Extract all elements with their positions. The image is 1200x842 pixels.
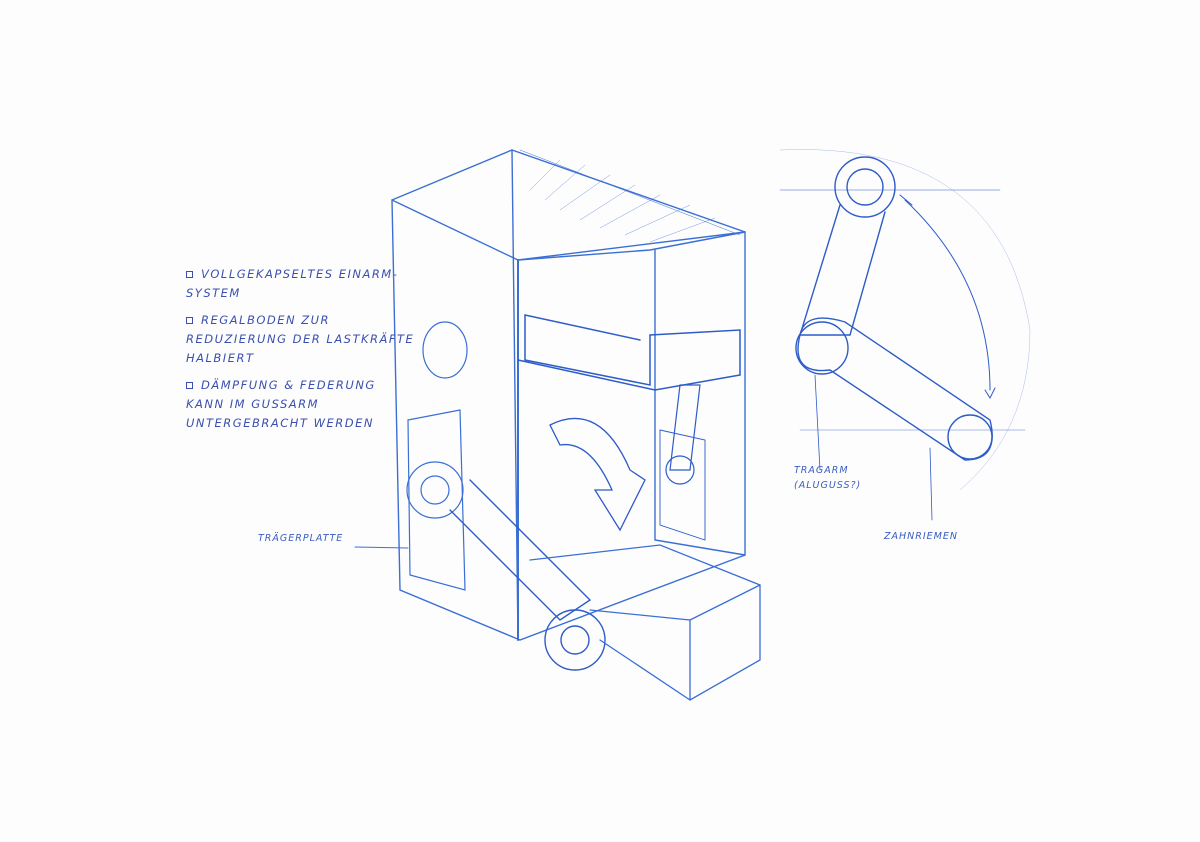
- lower-arm: [449, 479, 606, 671]
- rotation-arrow: [549, 417, 646, 532]
- carrier-plate: [406, 321, 468, 591]
- note-text: Regalboden zur Reduzierung der Lastkräft…: [186, 313, 415, 365]
- note-item: Vollgekapseltes Einarm-System: [186, 265, 416, 303]
- label-zahnriemen: Zahnriemen: [884, 531, 958, 542]
- label-traegerplatte: Trägerplatte: [258, 533, 344, 544]
- traegerplatte-pointer: [354, 546, 409, 549]
- lower-tray: [529, 544, 761, 701]
- small-arm: [659, 384, 706, 541]
- label-tragarm-note: (Aluguss?): [794, 480, 862, 491]
- note-text: Dämpfung & Federung kann im Gussarm unte…: [186, 378, 376, 430]
- label-tragarm: Tragarm: [794, 465, 849, 476]
- checkbox-icon: [186, 382, 193, 389]
- note-item: Dämpfung & Federung kann im Gussarm unte…: [186, 376, 416, 433]
- cabinet-body: [391, 149, 746, 641]
- arm-detail: [779, 149, 1031, 521]
- feature-notes: Vollgekapseltes Einarm-System Regalboden…: [186, 265, 416, 441]
- shelf: [517, 314, 741, 391]
- note-item: Regalboden zur Reduzierung der Lastkräft…: [186, 311, 416, 368]
- checkbox-icon: [186, 317, 193, 324]
- top-hatching: [529, 159, 716, 243]
- note-text: Vollgekapseltes Einarm-System: [186, 267, 399, 300]
- checkbox-icon: [186, 271, 193, 278]
